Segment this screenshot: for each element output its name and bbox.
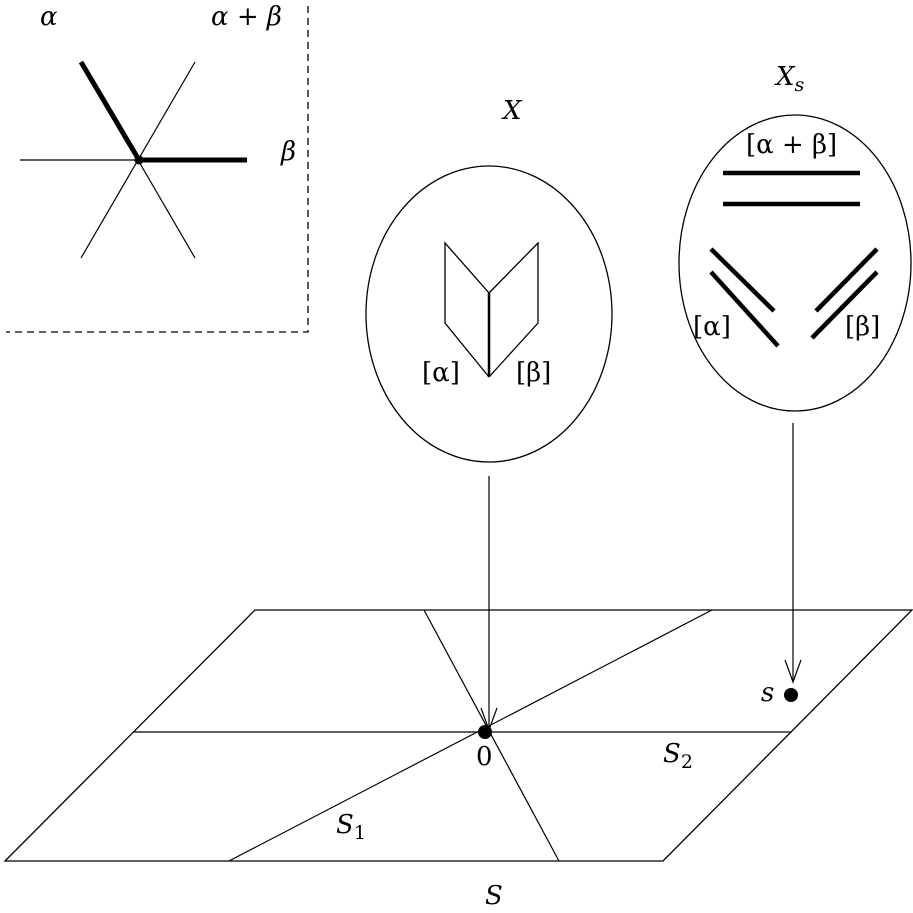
component-alpha-2 bbox=[709, 270, 780, 348]
fiber-x-oval bbox=[365, 165, 613, 463]
region-s1-main: S bbox=[336, 810, 354, 840]
fiber-xs-oval bbox=[678, 114, 912, 412]
region-s2-sub: 2 bbox=[681, 751, 693, 773]
base-steep-line bbox=[423, 609, 560, 862]
fiber-x: X [α] [β] bbox=[365, 96, 613, 463]
root-origin-dot bbox=[134, 155, 144, 165]
fiber-x-title: X bbox=[501, 96, 523, 126]
fiber-xs-title-sub: s bbox=[795, 74, 805, 96]
fiber-xs-title: Xs bbox=[774, 62, 805, 96]
fiber-xs-title-main: X bbox=[774, 62, 796, 92]
base-shallow-line bbox=[228, 609, 713, 862]
root-beta-label: β bbox=[280, 137, 296, 167]
fiber-x-beta-label: [β] bbox=[516, 358, 551, 388]
region-s1-sub: 1 bbox=[354, 822, 366, 844]
arrow-xs-to-s-head bbox=[784, 659, 802, 684]
root-alpha-label: α bbox=[40, 2, 58, 32]
origin-label: 0 bbox=[476, 742, 493, 772]
base-space: 0 s S1 S2 S bbox=[3, 609, 913, 911]
region-s2-label: S2 bbox=[663, 739, 693, 773]
fiber-xs: Xs [α + β] [α] [β] bbox=[678, 62, 912, 412]
fiber-xs-beta-label: [β] bbox=[845, 312, 880, 342]
inset-frame bbox=[6, 6, 309, 333]
component-alpha-1 bbox=[709, 247, 776, 313]
fiber-xs-alpha-label: [α] bbox=[693, 312, 731, 342]
fiber-x-alpha-label: [α] bbox=[422, 358, 460, 388]
surface-alpha bbox=[444, 241, 490, 378]
region-s1-label: S1 bbox=[336, 810, 366, 844]
fiber-xs-alpha-plus-beta-label: [α + β] bbox=[746, 130, 837, 160]
base-parallelogram bbox=[3, 609, 913, 862]
point-s-label: s bbox=[761, 678, 774, 708]
origin-point bbox=[478, 725, 492, 739]
root-system-inset: α α + β β bbox=[6, 2, 309, 333]
component-beta-2 bbox=[810, 270, 879, 340]
component-beta-1 bbox=[814, 247, 879, 313]
region-s2-main: S bbox=[663, 739, 681, 769]
base-label: S bbox=[485, 881, 503, 911]
root-alpha-plus-beta-label: α + β bbox=[211, 2, 282, 32]
point-s bbox=[784, 688, 798, 702]
root-alpha-thick bbox=[78, 60, 142, 162]
projection-arrows bbox=[480, 423, 802, 732]
surface-beta bbox=[488, 241, 539, 378]
